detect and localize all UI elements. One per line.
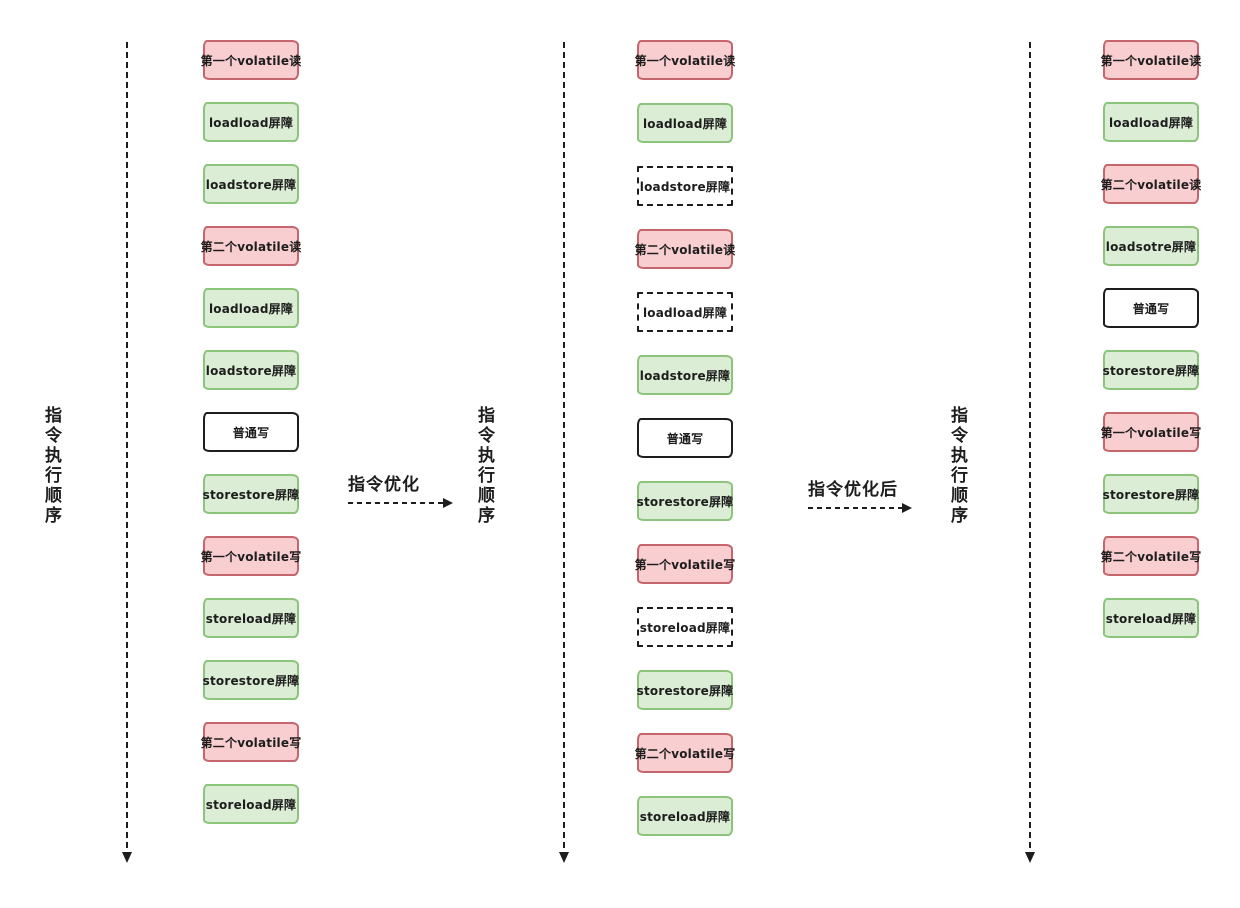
- instruction-box-barrier: storestore屏障: [203, 474, 299, 514]
- dashed-arrow-right: [348, 498, 453, 508]
- instruction-box-barrier: loadload屏障: [203, 288, 299, 328]
- instruction-box-barrier: loadload屏障: [203, 102, 299, 142]
- transform-arrow-2-label: 指令优化后: [808, 480, 898, 499]
- instruction-box-omitted: loadstore屏障: [637, 166, 733, 206]
- dashed-line: [1029, 42, 1031, 852]
- instruction-box-barrier: storeload屏障: [1103, 598, 1199, 638]
- execution-order-axis-1: [122, 42, 132, 863]
- instruction-box-barrier: storestore屏障: [1103, 350, 1199, 390]
- execution-order-label-2: 指令执行顺序: [475, 406, 494, 526]
- instruction-box-volatile: 第一个volatile写: [201, 536, 301, 576]
- instruction-box-barrier: loadstore屏障: [203, 350, 299, 390]
- instruction-box-volatile: 第一个volatile写: [635, 544, 735, 584]
- instruction-box-barrier: storestore屏障: [1103, 474, 1199, 514]
- instruction-box-barrier: loadload屏障: [1103, 102, 1199, 142]
- execution-order-axis-2: [559, 42, 569, 863]
- instruction-column-marked: 第一个volatile读 loadload屏障 loadstore屏障第二个vola…: [635, 40, 735, 836]
- instruction-box-barrier: storestore屏障: [637, 481, 733, 521]
- arrow-down-icon: [1025, 852, 1035, 863]
- execution-order-label-3: 指令执行顺序: [948, 406, 967, 526]
- transform-arrow-2: 指令优化后: [808, 475, 912, 513]
- instruction-box-barrier: storeload屏障: [203, 784, 299, 824]
- dashed-arrow-right: [808, 503, 912, 513]
- instruction-box-barrier: storestore屏障: [203, 660, 299, 700]
- arrow-right-icon: [902, 503, 912, 513]
- instruction-box-barrier: loadstore屏障: [203, 164, 299, 204]
- instruction-box-barrier: loadsotre屏障: [1103, 226, 1199, 266]
- execution-order-label-1: 指令执行顺序: [42, 406, 61, 526]
- instruction-box-barrier: storestore屏障: [637, 670, 733, 710]
- transform-arrow-1: 指令优化: [348, 470, 453, 508]
- instruction-box-volatile: 第一个volatile读: [201, 40, 301, 80]
- execution-order-axis-3: [1025, 42, 1035, 863]
- instruction-box-volatile: 第二个volatile写: [1101, 536, 1201, 576]
- instruction-box-volatile: 第二个volatile读: [201, 226, 301, 266]
- instruction-column-original: 第一个volatile读 loadload屏障 loadstore屏障第二个vola…: [201, 40, 301, 824]
- instruction-box-normal: 普通写: [1103, 288, 1199, 328]
- instruction-box-barrier: loadload屏障: [637, 103, 733, 143]
- dashed-line: [563, 42, 565, 852]
- instruction-box-volatile: 第二个volatile写: [201, 722, 301, 762]
- instruction-box-volatile: 第一个volatile读: [1101, 40, 1201, 80]
- instruction-box-barrier: storeload屏障: [203, 598, 299, 638]
- instruction-box-omitted: loadload屏障: [637, 292, 733, 332]
- instruction-box-barrier: storeload屏障: [637, 796, 733, 836]
- arrow-down-icon: [122, 852, 132, 863]
- instruction-box-normal: 普通写: [637, 418, 733, 458]
- transform-arrow-1-label: 指令优化: [348, 475, 420, 494]
- instruction-box-normal: 普通写: [203, 412, 299, 452]
- instruction-column-optimized: 第一个volatile读 loadload屏障第二个volatile读 loadso…: [1101, 40, 1201, 638]
- instruction-box-omitted: storeload屏障: [637, 607, 733, 647]
- instruction-box-volatile: 第二个volatile写: [635, 733, 735, 773]
- instruction-box-volatile: 第二个volatile读: [635, 229, 735, 269]
- arrow-right-icon: [443, 498, 453, 508]
- dashed-line: [126, 42, 128, 852]
- instruction-box-barrier: loadstore屏障: [637, 355, 733, 395]
- instruction-box-volatile: 第二个volatile读: [1101, 164, 1201, 204]
- instruction-box-volatile: 第一个volatile读: [635, 40, 735, 80]
- instruction-box-volatile: 第一个volatile写: [1101, 412, 1201, 452]
- arrow-down-icon: [559, 852, 569, 863]
